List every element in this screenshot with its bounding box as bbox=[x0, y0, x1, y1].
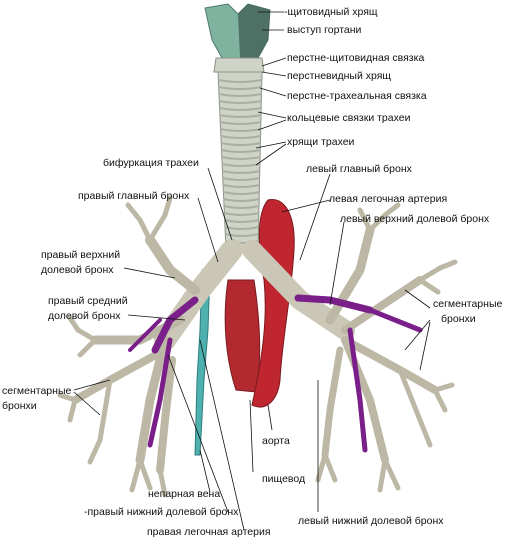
leader-lines bbox=[73, 11, 431, 531]
label-cricotracheal-ligament: перстне-трахеальная связка bbox=[287, 90, 427, 102]
label-segmental-bronchi-right-2: бронхи bbox=[2, 400, 37, 412]
label-thyroid-cartilage: -щитовидный хрящ bbox=[284, 6, 378, 18]
bronchial-twig bbox=[417, 417, 433, 448]
bronchial-twig bbox=[67, 397, 78, 423]
bronchial-twig bbox=[137, 457, 153, 491]
label-left-main-bronchus: левый главный бронх bbox=[306, 163, 413, 175]
tracheal-ring bbox=[225, 233, 259, 237]
tracheal-ring bbox=[220, 135, 261, 139]
bronchial-twig bbox=[137, 217, 153, 243]
tracheal-ring bbox=[219, 100, 262, 104]
bronchial-twig bbox=[157, 467, 168, 498]
bronchial-twig bbox=[432, 382, 455, 393]
pulmonary-arteries bbox=[128, 294, 423, 453]
bronchial-twig bbox=[162, 195, 173, 218]
tracheal-ring bbox=[224, 212, 260, 216]
label-right-pulmonary-artery: правая легочная артерия bbox=[147, 526, 271, 538]
tracheal-ring bbox=[222, 170, 260, 174]
tracheal-ring bbox=[222, 184, 260, 188]
tracheal-ring bbox=[223, 198, 260, 202]
bronchial-twig bbox=[315, 452, 328, 483]
tracheal-ring bbox=[222, 177, 260, 181]
tracheal-ring bbox=[221, 156, 261, 160]
label-right-middle-lobar-bronchus-2: долевой бронх bbox=[48, 310, 121, 322]
bronchial-twig bbox=[367, 212, 388, 233]
labels: -щитовидный хрящ выступ гортани перстне-… bbox=[2, 6, 502, 538]
bronchial-twig bbox=[67, 315, 81, 333]
tracheal-ring bbox=[218, 86, 262, 90]
label-right-upper-lobar-bronchus-1: правый верхний bbox=[41, 249, 120, 261]
bronchial-twig bbox=[417, 265, 443, 283]
tracheal-ring bbox=[220, 121, 262, 125]
label-esophagus: пищевод bbox=[262, 473, 305, 485]
label-right-main-bronchus: правый главный бронх bbox=[78, 190, 190, 202]
bronchial-twig bbox=[382, 457, 401, 491]
esophagus-shape bbox=[224, 279, 261, 393]
label-cricothyroid-ligament: перстне-щитовидная связка bbox=[287, 52, 424, 64]
trachea bbox=[217, 71, 263, 251]
label-left-pulmonary-artery: левая легочная артерия bbox=[329, 193, 447, 205]
label-right-lower-lobar-bronchus: -правый нижний долевой бронх bbox=[84, 506, 239, 518]
bronchial-twig bbox=[322, 452, 338, 483]
bronchial-twig bbox=[87, 437, 103, 465]
tracheal-ring bbox=[218, 79, 263, 83]
bronchial-twig bbox=[75, 327, 98, 343]
label-tracheal-bifurcation: бифуркация трахеи bbox=[103, 157, 199, 169]
tracheal-ring bbox=[221, 149, 261, 153]
label-laryngeal-prominence: выступ гортани bbox=[287, 24, 362, 36]
bronchial-twig bbox=[397, 367, 423, 423]
tracheal-ring bbox=[218, 93, 262, 97]
tracheal-ring bbox=[219, 114, 262, 118]
label-left-upper-lobar-bronchus: левый верхний долевой бронх bbox=[340, 213, 490, 225]
tracheal-ring bbox=[224, 219, 259, 223]
label-left-lower-lobar-bronchus: левый нижний долевой бронх bbox=[298, 515, 444, 527]
bronchial-twig bbox=[437, 259, 458, 271]
tracheal-ring bbox=[220, 128, 261, 132]
bronchial-twig bbox=[382, 202, 401, 218]
tracheal-ring bbox=[219, 107, 262, 111]
label-right-middle-lobar-bronchus-1: правый средний bbox=[48, 295, 128, 307]
larynx bbox=[204, 3, 271, 73]
bronchial-twig bbox=[125, 202, 143, 223]
label-tracheal-cartilages: хрящи трахеи bbox=[287, 136, 355, 148]
label-segmental-bronchi-left-2: бронхи bbox=[441, 313, 476, 325]
bronchial-twig bbox=[129, 457, 143, 493]
label-azygos-vein: непарная вена bbox=[148, 488, 220, 500]
bronchial-tree bbox=[57, 195, 458, 498]
label-cricoid-cartilage: перстневидный хрящ bbox=[287, 70, 391, 82]
bronchial-twig bbox=[417, 277, 441, 295]
bronchial-twig bbox=[377, 457, 388, 493]
tracheal-ring bbox=[223, 191, 260, 195]
bronchial-twig bbox=[97, 377, 113, 443]
label-segmental-bronchi-left-1: сегментарные bbox=[433, 298, 502, 310]
bronchial-twig bbox=[432, 387, 448, 413]
cricoid-cartilage-shape bbox=[213, 57, 265, 73]
label-right-upper-lobar-bronchus-2: долевой бронх bbox=[41, 264, 114, 276]
label-annular-ligaments: кольцевые связки трахеи bbox=[287, 112, 411, 124]
bronchial-twig bbox=[147, 212, 168, 243]
segmental-branches bbox=[57, 195, 458, 498]
bronchial-twig bbox=[357, 207, 373, 233]
bronchial-twig bbox=[77, 337, 98, 358]
bronchial-twig bbox=[57, 392, 78, 403]
label-segmental-bronchi-right-1: сегментарные bbox=[2, 385, 71, 397]
tracheal-ring bbox=[223, 205, 260, 209]
tracheal-rings bbox=[218, 79, 263, 244]
tracheal-ring bbox=[220, 142, 261, 146]
label-aorta: аорта bbox=[262, 435, 290, 447]
